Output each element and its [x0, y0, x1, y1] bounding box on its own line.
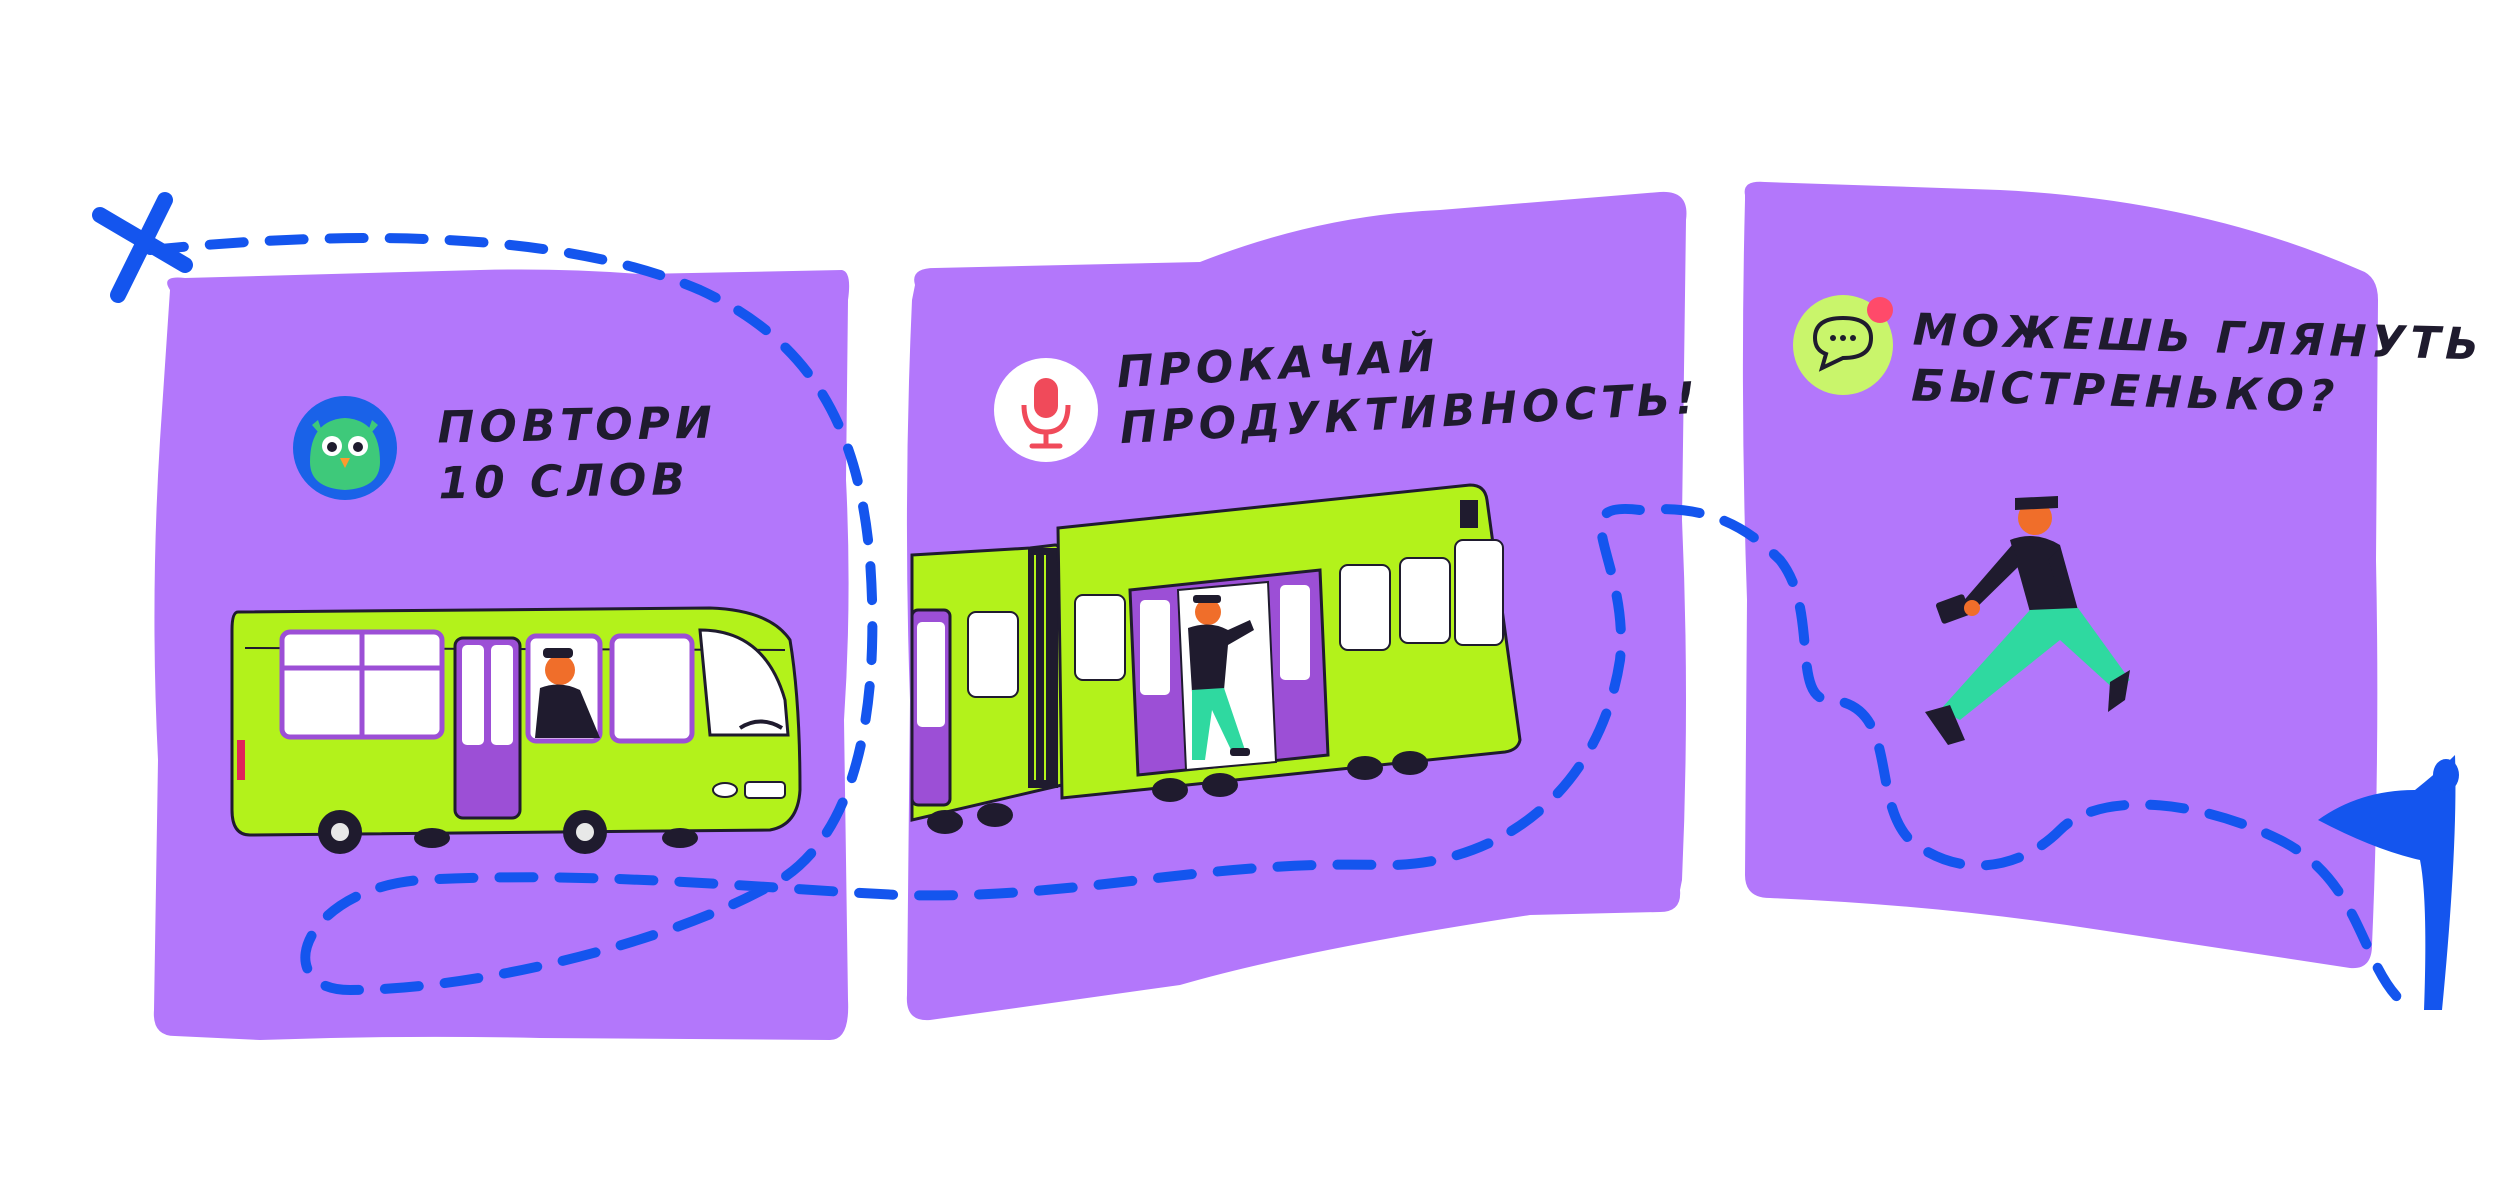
- panel-1-caption-line-1: Повтори: [437, 397, 718, 454]
- owl-app-icon: [293, 396, 397, 500]
- walking-person-illustration: [1925, 496, 2130, 745]
- route-finish-flag-icon: [2318, 755, 2459, 1010]
- panel-1-caption: Повтори 10 слов: [437, 396, 718, 513]
- panel-1-caption-line-2: 10 слов: [438, 454, 691, 510]
- tram-illustration: [910, 483, 1522, 834]
- route-start-x-mark: [92, 192, 193, 303]
- panel-3-caption: Можешь глянуть быстренько?: [1911, 303, 2485, 430]
- chat-bubble-notification-icon: [1793, 295, 1893, 395]
- bus-illustration: [230, 606, 802, 854]
- microphone-icon: [994, 358, 1098, 462]
